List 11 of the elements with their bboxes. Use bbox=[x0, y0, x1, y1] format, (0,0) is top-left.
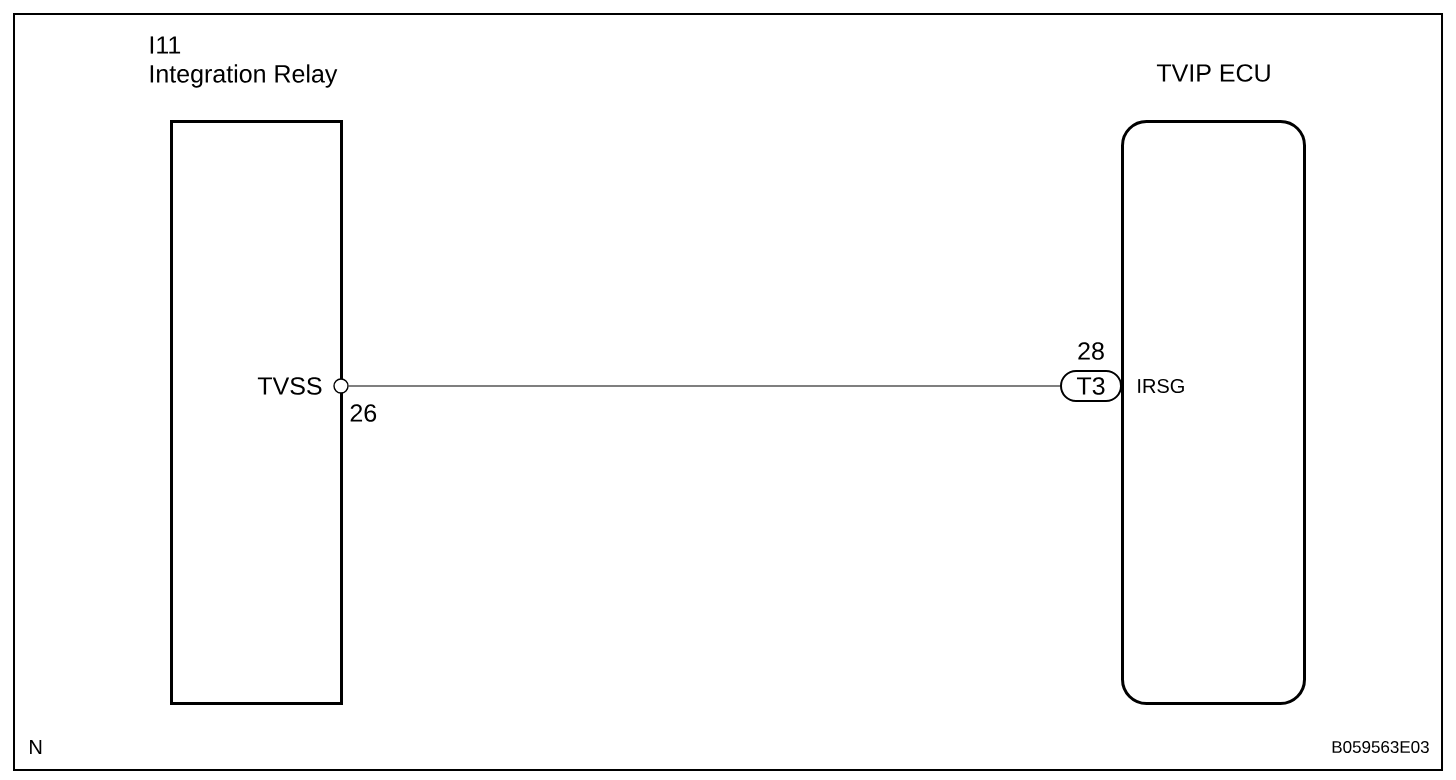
node-label: TVIP ECU bbox=[1156, 64, 1270, 82]
note-label: N bbox=[30, 740, 42, 754]
node-label: I11 bbox=[150, 36, 181, 54]
note-label: IRSG bbox=[1138, 378, 1184, 394]
node-label: Integration Relay bbox=[150, 64, 338, 88]
pin-label: 28 bbox=[1078, 342, 1104, 360]
terminal-circle bbox=[333, 378, 349, 394]
pin-label: 26 bbox=[350, 404, 377, 422]
pin-label: TVSS bbox=[257, 377, 322, 395]
note-label: B059563E03 bbox=[1332, 741, 1429, 753]
wire bbox=[348, 385, 1061, 387]
